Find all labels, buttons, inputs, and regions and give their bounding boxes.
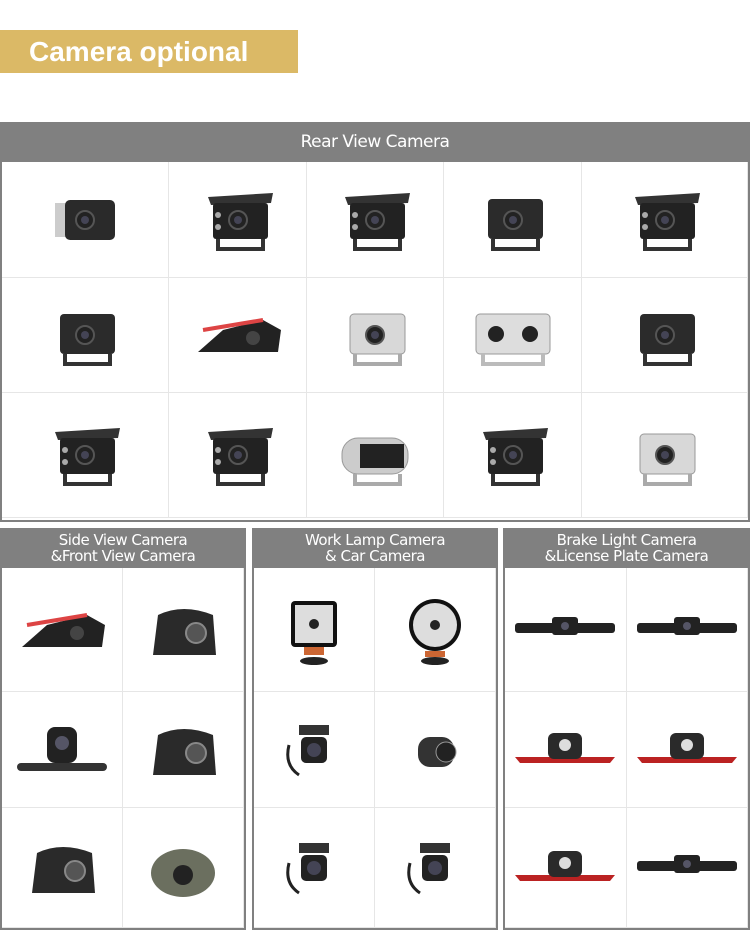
license-plate-camera-icon — [636, 616, 737, 635]
side-view-section: Side View Camera&Front View Camera — [0, 528, 246, 930]
product-cell — [582, 278, 748, 393]
product-cell — [169, 278, 307, 393]
dual-silver-camera-icon — [475, 313, 550, 366]
product-cell — [505, 692, 627, 808]
product-cell — [505, 568, 627, 692]
product-cell — [307, 393, 444, 518]
header-line: Brake Light Camera — [556, 531, 697, 549]
dome-camera-icon — [151, 848, 215, 897]
product-cell — [505, 808, 627, 928]
black-visor-camera-icon — [55, 428, 120, 486]
product-cell — [254, 808, 375, 928]
bullet-camera-icon — [418, 736, 457, 767]
side-camera-icon — [32, 846, 95, 893]
product-cell — [626, 692, 748, 808]
product-grid — [505, 568, 748, 928]
brake-light-camera-icon — [515, 850, 616, 881]
product-cell — [444, 278, 582, 393]
product-cell — [123, 568, 244, 692]
mini-camera-icon — [286, 842, 329, 894]
product-cell — [169, 162, 307, 278]
section-header: Brake Light Camera&License Plate Camera — [505, 528, 748, 568]
product-cell — [123, 808, 244, 928]
product-cell — [307, 162, 444, 278]
header-line: &License Plate Camera — [544, 547, 709, 565]
header-line: Side View Camera — [58, 531, 188, 549]
product-cell — [444, 162, 582, 278]
brake-light-camera-icon — [515, 732, 616, 763]
product-grid — [2, 162, 748, 518]
black-visor-camera-icon — [207, 428, 273, 486]
product-cell — [123, 692, 244, 808]
wedge-camera-icon — [22, 612, 105, 647]
product-cell — [2, 808, 123, 928]
black-visor-camera-icon — [207, 192, 273, 251]
header-line: & Car Camera — [325, 547, 425, 565]
product-cell — [626, 808, 748, 928]
black-visor-camera-icon — [482, 428, 548, 486]
black-box-camera-icon — [487, 198, 543, 251]
page-title: Camera optional — [0, 30, 298, 73]
product-grid — [254, 568, 496, 928]
license-plate-camera-icon — [515, 616, 616, 635]
section-header: Work Lamp Camera& Car Camera — [254, 528, 496, 568]
product-cell — [307, 278, 444, 393]
product-cell — [375, 808, 496, 928]
product-cell — [2, 278, 169, 393]
silver-box-camera-icon — [349, 313, 406, 366]
rear-view-section: Rear View Camera — [0, 122, 750, 522]
silver-side-camera-icon — [341, 437, 409, 486]
brake-light-section: Brake Light Camera&License Plate Camera — [503, 528, 750, 930]
work-lamp-section: Work Lamp Camera& Car Camera — [252, 528, 498, 930]
silver-box-camera-icon — [639, 433, 695, 486]
section-header: Side View Camera&Front View Camera — [2, 528, 244, 568]
product-cell — [582, 393, 748, 518]
black-box-camera-icon — [639, 314, 695, 366]
product-grid — [2, 568, 244, 928]
silver-bracket-camera-icon — [55, 199, 115, 240]
product-cell — [582, 162, 748, 278]
product-cell — [375, 568, 496, 692]
wedge-camera-icon — [197, 318, 281, 352]
product-cell — [626, 568, 748, 692]
header-line: Work Lamp Camera — [304, 531, 446, 549]
header-line: &Front View Camera — [50, 547, 196, 565]
product-cell — [2, 393, 169, 518]
product-cell — [169, 393, 307, 518]
product-cell — [2, 692, 123, 808]
side-camera-icon — [153, 728, 216, 775]
mini-camera-icon — [407, 842, 450, 894]
side-camera-icon — [153, 608, 216, 655]
product-cell — [2, 568, 123, 692]
square-lamp-camera-icon — [291, 600, 337, 665]
product-cell — [254, 692, 375, 808]
product-cell — [375, 692, 496, 808]
product-cell — [254, 568, 375, 692]
bar-mount-camera-icon — [17, 726, 107, 771]
black-visor-camera-icon — [345, 192, 410, 251]
product-cell — [2, 162, 169, 278]
brake-light-camera-icon — [636, 732, 737, 763]
product-cell — [444, 393, 582, 518]
section-header: Rear View Camera — [2, 122, 748, 162]
license-plate-camera-icon — [636, 854, 737, 873]
black-visor-camera-icon — [634, 192, 700, 251]
black-box-camera-icon — [60, 314, 115, 366]
mini-camera-icon — [286, 724, 329, 776]
round-lamp-camera-icon — [409, 598, 461, 665]
